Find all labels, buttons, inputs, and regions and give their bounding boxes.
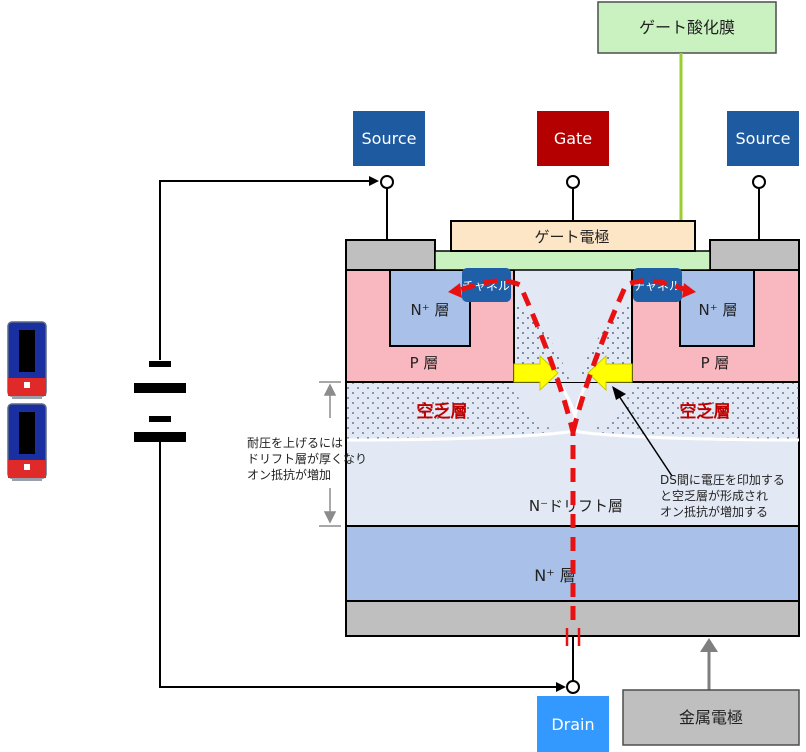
circuit-wire-bottom (159, 440, 556, 688)
gate-oxide-layer (434, 250, 711, 271)
channel-left (462, 268, 511, 302)
drain-pin-node (566, 680, 580, 694)
depletion-right-label: 空乏層 (680, 401, 731, 422)
source-left-terminal[interactable] (353, 111, 425, 166)
n-plus-well-right (679, 269, 755, 347)
gate-pin-node (566, 175, 580, 189)
p-layer-right-label: P 層 (701, 354, 730, 372)
source-right-terminal[interactable] (727, 111, 799, 166)
source-contact-right (709, 239, 800, 271)
circuit-wire-arrow-bottom (556, 682, 566, 692)
gate-oxide-callout (597, 1, 777, 54)
circuit-wire-arrow-top (369, 176, 379, 186)
gate-electrode-label: ゲート電極 (534, 228, 609, 246)
n-minus-drift-label: N⁻ドリフト層 (529, 497, 623, 515)
channel-left-label: チャネル (462, 279, 510, 293)
note-left-line-3: オン抵抗が増加 (247, 467, 331, 482)
metal-electrode-pointer-head (700, 638, 718, 652)
circuit-wire-top (159, 180, 369, 360)
note-left-line-2: ドリフト層が厚くなり (247, 451, 367, 466)
drain-terminal[interactable] (537, 696, 609, 752)
battery-cell-icon (7, 403, 47, 481)
current-path (459, 278, 687, 620)
note-right-line-3: オン抵抗が増加する (660, 504, 768, 519)
metal-electrode-callout (622, 689, 800, 746)
gate-label: Gate (554, 129, 592, 148)
source-left-label: Source (362, 129, 417, 148)
gate-electrode (450, 220, 696, 252)
source-contact-left (345, 239, 436, 271)
depletion-region-left-edge (346, 382, 578, 442)
note-left-line-1: 耐圧を上げるには (247, 436, 343, 450)
depletion-region-left (347, 383, 568, 440)
note-right-line-1: DS間に電圧を印加する (660, 473, 785, 487)
channel-right (633, 268, 682, 302)
depletion-left-label: 空乏層 (417, 401, 468, 422)
metal-electrode-label: 金属電極 (679, 708, 743, 727)
n-plus-right-label: N⁺ 層 (699, 301, 738, 319)
n-plus-well-left (389, 269, 471, 347)
current-arrowhead-left (448, 283, 462, 298)
depletion-arrow-left (587, 354, 633, 392)
drain-label: Drain (551, 715, 594, 734)
battery-symbol (134, 361, 186, 442)
channel-right-label: チャネル (633, 279, 681, 293)
drain-break-marks (565, 628, 581, 646)
n-plus-left-label: N⁺ 層 (411, 301, 450, 319)
current-arrowhead-right (682, 283, 696, 298)
source-right-pin-node (752, 175, 766, 189)
depletion-region-right (578, 383, 799, 440)
source-left-pin-node (380, 175, 394, 189)
n-plus-substrate-label: N⁺ 層 (534, 566, 576, 585)
p-layer-left-label: P 層 (410, 354, 439, 372)
note-right-pointer-line (618, 395, 673, 477)
depletion-arrow-right (513, 354, 559, 392)
note-right-line-2: と空乏層が形成され (660, 488, 768, 503)
gate-terminal[interactable] (537, 111, 609, 166)
battery-cell-icon (7, 321, 47, 399)
gate-oxide-label: ゲート酸化膜 (639, 18, 735, 37)
note-right-pointer-head (612, 386, 626, 400)
drift-thickness-dimension (319, 381, 341, 527)
source-right-label: Source (736, 129, 791, 148)
